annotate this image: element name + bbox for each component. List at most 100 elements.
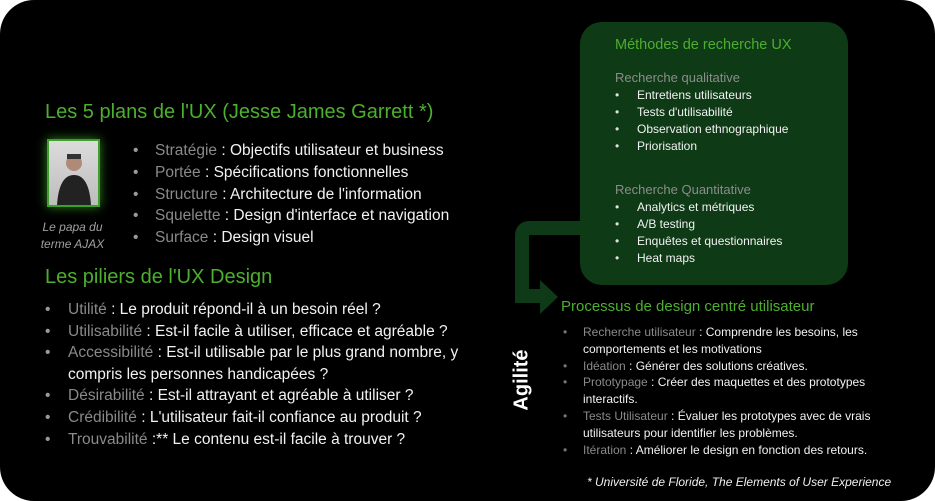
item-key: Portée	[155, 163, 201, 181]
list-item: • Portée : Spécifications fonctionnelles	[133, 162, 449, 184]
bullet-icon: •	[45, 344, 51, 362]
list-item: • A/B testing	[615, 216, 782, 233]
item-key: Crédibilité	[68, 408, 137, 426]
arrow-head	[540, 280, 558, 314]
list-item: • Squelette : Design d'interface et navig…	[133, 205, 449, 227]
item-text: : Spécifications fonctionnelles	[200, 163, 409, 181]
list-item: •Surface : Design visuel	[133, 227, 449, 249]
list-item: • Recherche utilisateur : Comprendre les …	[563, 324, 908, 358]
list-item: • Analytics et métriques	[615, 199, 782, 216]
list-item: •Utilité : Le produit répond-il à un bes…	[45, 299, 515, 321]
item-key: Squelette	[155, 207, 221, 225]
quantitative-title: Recherche Quantitative	[615, 182, 751, 197]
item-text: : Est-il utilisable par le plus grand no…	[68, 344, 459, 383]
processus-list: • Recherche utilisateur : Comprendre les …	[563, 324, 908, 458]
bullet-icon: •	[133, 163, 139, 181]
item-key: Prototypage	[583, 375, 648, 390]
bullet-icon: •	[563, 408, 568, 423]
bullet-icon: •	[563, 358, 568, 373]
item-key: Désirabilité	[68, 387, 145, 405]
bullet-icon: •	[615, 200, 620, 214]
bullet-icon: •	[615, 105, 620, 119]
author-photo	[47, 139, 100, 207]
list-item: • Observation ethnographique	[615, 121, 788, 138]
bullet-icon: •	[615, 234, 620, 248]
item-key: Trouvabilité	[68, 430, 148, 448]
item-text: Heat maps	[637, 251, 696, 265]
bullet-icon: •	[133, 229, 139, 247]
arrow-shaft	[515, 221, 582, 303]
item-text: : Design d'interface et navigation	[220, 207, 450, 225]
list-item: •Utilisabilité : Est-il facile à utilise…	[45, 321, 515, 343]
bullet-icon: •	[133, 207, 139, 225]
agilite-label: Agilité	[510, 349, 533, 411]
item-text: : Améliorer le design en fonction des re…	[626, 442, 868, 457]
methodes-title: Méthodes de recherche UX	[615, 37, 792, 53]
list-item: • Entretiens utilisateurs	[615, 87, 788, 104]
bullet-icon: •	[45, 322, 51, 340]
item-key: Surface	[155, 229, 209, 247]
list-item: • Enquêtes et questionnaires	[615, 233, 782, 250]
list-item: • Prototypage : Créer des maquettes et de…	[563, 374, 908, 408]
list-item: • Priorisation	[615, 138, 788, 155]
list-item: • Tests d'utilisabilité	[615, 104, 788, 121]
list-item: •Tests Utilisateur : Évaluer les prototy…	[563, 408, 908, 442]
bullet-icon: •	[45, 430, 51, 448]
list-item: • Itération : Améliorer le design en fonc…	[563, 442, 908, 459]
bullet-icon: •	[615, 251, 620, 265]
bullet-icon: •	[133, 185, 139, 203]
bullet-icon: •	[45, 387, 51, 405]
item-text: : Est-il facile à utiliser, efficace et …	[142, 322, 448, 340]
item-text: : Générer des solutions créatives.	[625, 358, 808, 373]
bullet-icon: •	[563, 325, 568, 339]
list-item: • Structure : Architecture de l'informati…	[133, 184, 449, 206]
item-text: : Comprendre les besoins, les comporteme…	[583, 325, 858, 356]
item-key: Structure	[155, 185, 218, 203]
plans-title: Les 5 plans de l'UX (Jesse James Garrett…	[45, 101, 434, 123]
bullet-icon: •	[615, 122, 620, 136]
photo-caption: Le papa du terme AJAX	[40, 220, 105, 251]
item-text: : Le produit répond-il à un besoin réel …	[106, 301, 381, 318]
bullet-icon: •	[563, 375, 568, 390]
item-text: : L'utilisateur fait-il confiance au pro…	[136, 408, 422, 426]
item-text: Entretiens utilisateurs	[637, 88, 752, 102]
list-item: • Heat maps	[615, 250, 782, 267]
piliers-title: Les piliers de l'UX Design	[45, 266, 273, 288]
bullet-icon: •	[615, 88, 620, 102]
list-item: • Crédibilité : L'utilisateur fait-il con…	[45, 407, 515, 429]
list-item: • Trouvabilité :** Le contenu est-il faci…	[45, 429, 515, 451]
qualitative-title: Recherche qualitative	[615, 70, 741, 85]
item-text: : Créer des maquettes et des prototypes …	[583, 375, 866, 407]
piliers-list: • Utilité : Le produit répond-il à un bes…	[45, 299, 515, 450]
item-key: Stratégie	[155, 142, 218, 159]
item-text: :** Le contenu est-il facile à trouver ?	[147, 430, 406, 448]
processus-title: Processus de design centré utilisateur	[561, 298, 815, 315]
item-key: Idéation	[583, 358, 626, 373]
item-text: A/B testing	[637, 217, 696, 231]
item-text: Analytics et métriques	[637, 200, 755, 214]
methodes-box: Méthodes de recherche UX Recherche quali…	[580, 22, 848, 285]
item-text: Priorisation	[637, 139, 698, 153]
bullet-icon: •	[615, 217, 620, 231]
item-text: Enquêtes et questionnaires	[637, 234, 783, 248]
item-key: Accessibilité	[68, 344, 154, 362]
list-item: • Stratégie : Objectifs utilisateur et bu…	[133, 140, 449, 162]
person-icon	[57, 154, 91, 205]
item-text: : Évaluer les prototypes avec de vrais u…	[583, 408, 871, 440]
plans-list: • Stratégie : Objectifs utilisateur et bu…	[133, 140, 449, 249]
list-item: • Accessibilité : Est-il utilisable par l…	[45, 342, 515, 385]
list-item: • Idéation : Générer des solutions créati…	[563, 358, 908, 375]
item-text: Observation ethnographique	[637, 122, 789, 136]
item-key: Recherche utilisateur	[583, 325, 696, 339]
item-text: Tests d'utilisabilité	[637, 105, 733, 119]
item-text: : Est-il attrayant et agréable à utilise…	[144, 387, 414, 405]
bullet-icon: •	[133, 142, 139, 159]
bullet-icon: •	[563, 442, 568, 457]
item-key: Itération	[583, 442, 627, 457]
bullet-icon: •	[45, 408, 51, 426]
footnote: * Université de Floride, The Elements of…	[587, 475, 892, 489]
item-text: : Objectifs utilisateur et business	[217, 142, 444, 159]
bullet-icon: •	[615, 139, 620, 153]
item-text: : Architecture de l'information	[217, 185, 422, 203]
item-key: Utilité	[68, 301, 107, 318]
